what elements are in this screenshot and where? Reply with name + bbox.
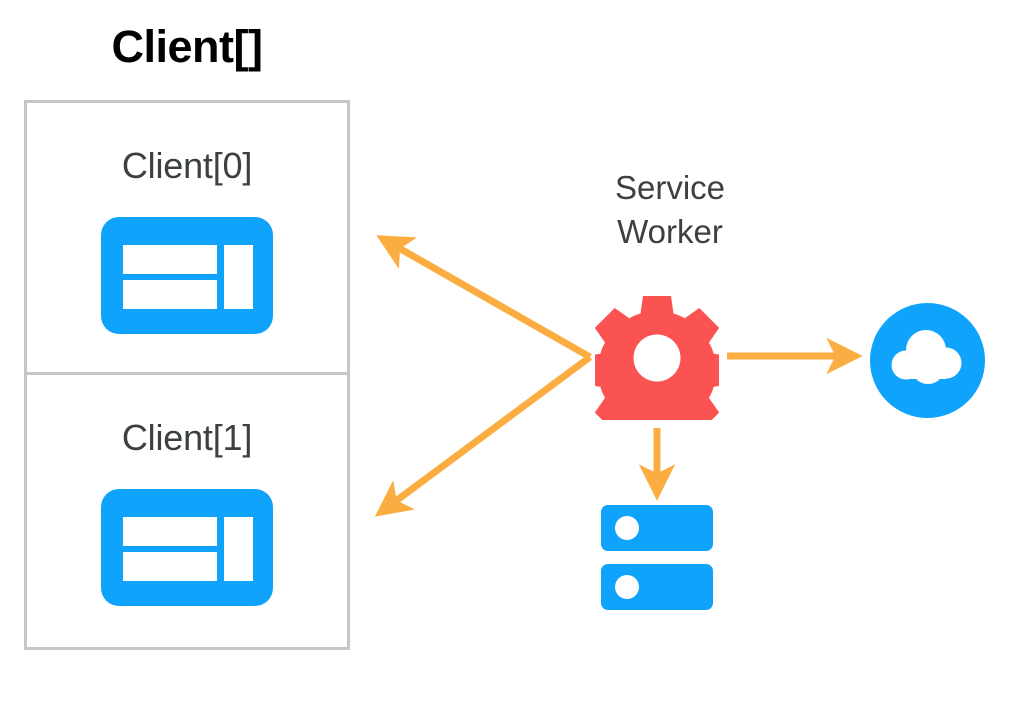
server-storage-icon[interactable] (601, 505, 713, 610)
client-label-0: Client[0] (121, 145, 253, 186)
browser-window-icon (101, 217, 273, 334)
service-worker-label-line2: Worker (617, 212, 723, 250)
window-pane-right (224, 517, 253, 581)
gear-icon[interactable] (582, 296, 732, 445)
arrow-sw-to-client0 (376, 235, 592, 361)
client-box-1[interactable]: Client[1] (24, 372, 350, 650)
window-pane-top-left (123, 517, 217, 546)
server-status-dot (615, 516, 639, 540)
arrow-sw-to-client1 (374, 354, 593, 517)
clients-group: Client[0] Client[1] (24, 100, 350, 650)
cloud-icon[interactable] (870, 303, 985, 418)
client-box-0[interactable]: Client[0] (24, 100, 350, 375)
service-worker-label-line1: Service (614, 169, 726, 206)
server-row (601, 564, 713, 610)
window-pane-right (224, 245, 253, 309)
server-row (601, 505, 713, 551)
window-pane-top-left (123, 245, 217, 274)
client-label-1: Client[1] (121, 417, 253, 458)
window-pane-bottom-left (123, 280, 217, 309)
server-status-dot (615, 575, 639, 599)
service-worker-label: Service Worker (560, 166, 780, 254)
clients-group-title: Client[] (111, 21, 263, 72)
window-pane-bottom-left (123, 552, 217, 581)
browser-window-icon (101, 489, 273, 606)
